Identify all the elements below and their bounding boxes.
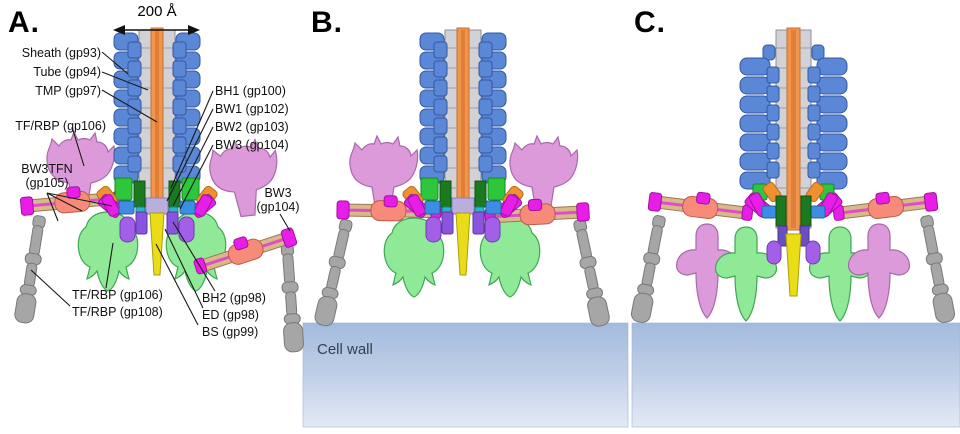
leg-shape <box>13 214 50 325</box>
leg-shape <box>569 217 612 329</box>
label-bw2: BW2 (gp103) <box>215 120 289 134</box>
phage-diagram-c <box>629 27 957 325</box>
panel-label-a: A. <box>8 6 40 39</box>
label-bh1: BH1 (gp100) <box>215 84 286 98</box>
leg-shape <box>277 242 305 353</box>
panel-label-b: B. <box>311 6 343 39</box>
phage-diagram-a <box>13 25 305 353</box>
label-tf-rbp-106-lower: TF/RBP (gp106) <box>72 288 163 302</box>
label-tube: Tube (gp94) <box>33 65 101 79</box>
label-sheath: Sheath (gp93) <box>21 46 101 60</box>
tail-core-contracted <box>739 27 848 297</box>
label-bw1: BW1 (gp102) <box>215 102 289 116</box>
label-bw3tfn: BW3TFN (gp105) <box>12 162 82 190</box>
cell-wall-c <box>631 322 960 428</box>
label-bw3: BW3 (gp104) <box>215 138 289 152</box>
leg-shape <box>312 217 357 328</box>
scale-arrow <box>113 25 200 35</box>
leader-lines <box>30 51 291 326</box>
label-bs: BS (gp99) <box>202 325 259 339</box>
scale-bar-label: 200 Å <box>137 3 177 20</box>
label-bw3-right-line1: BW3 <box>264 186 292 200</box>
label-bw3-right: BW3 (gp104) <box>252 186 304 214</box>
phage-diagram-b <box>312 27 612 329</box>
label-tf-rbp-106-upper: TF/RBP (gp106) <box>15 119 106 133</box>
panel-label-c: C. <box>634 6 666 39</box>
label-bw3tfn-line1: BW3TFN <box>21 162 73 176</box>
cell-wall-label: Cell wall <box>317 341 373 358</box>
label-bw3tfn-line2: (gp105) <box>25 176 69 190</box>
tf-rbp-green-shape <box>714 226 778 322</box>
label-ed: ED (gp98) <box>202 308 259 322</box>
cell-wall-b <box>302 322 629 428</box>
leg-shape <box>629 213 670 325</box>
label-tf-rbp-108: TF/RBP (gp108) <box>72 305 163 319</box>
leg-shape <box>916 213 957 325</box>
tf-rbp-pink-shape <box>847 223 911 319</box>
label-bh2: BH2 (gp98) <box>202 291 266 305</box>
label-bw3-right-line2: (gp104) <box>256 200 300 214</box>
label-tmp: TMP (gp97) <box>35 84 101 98</box>
